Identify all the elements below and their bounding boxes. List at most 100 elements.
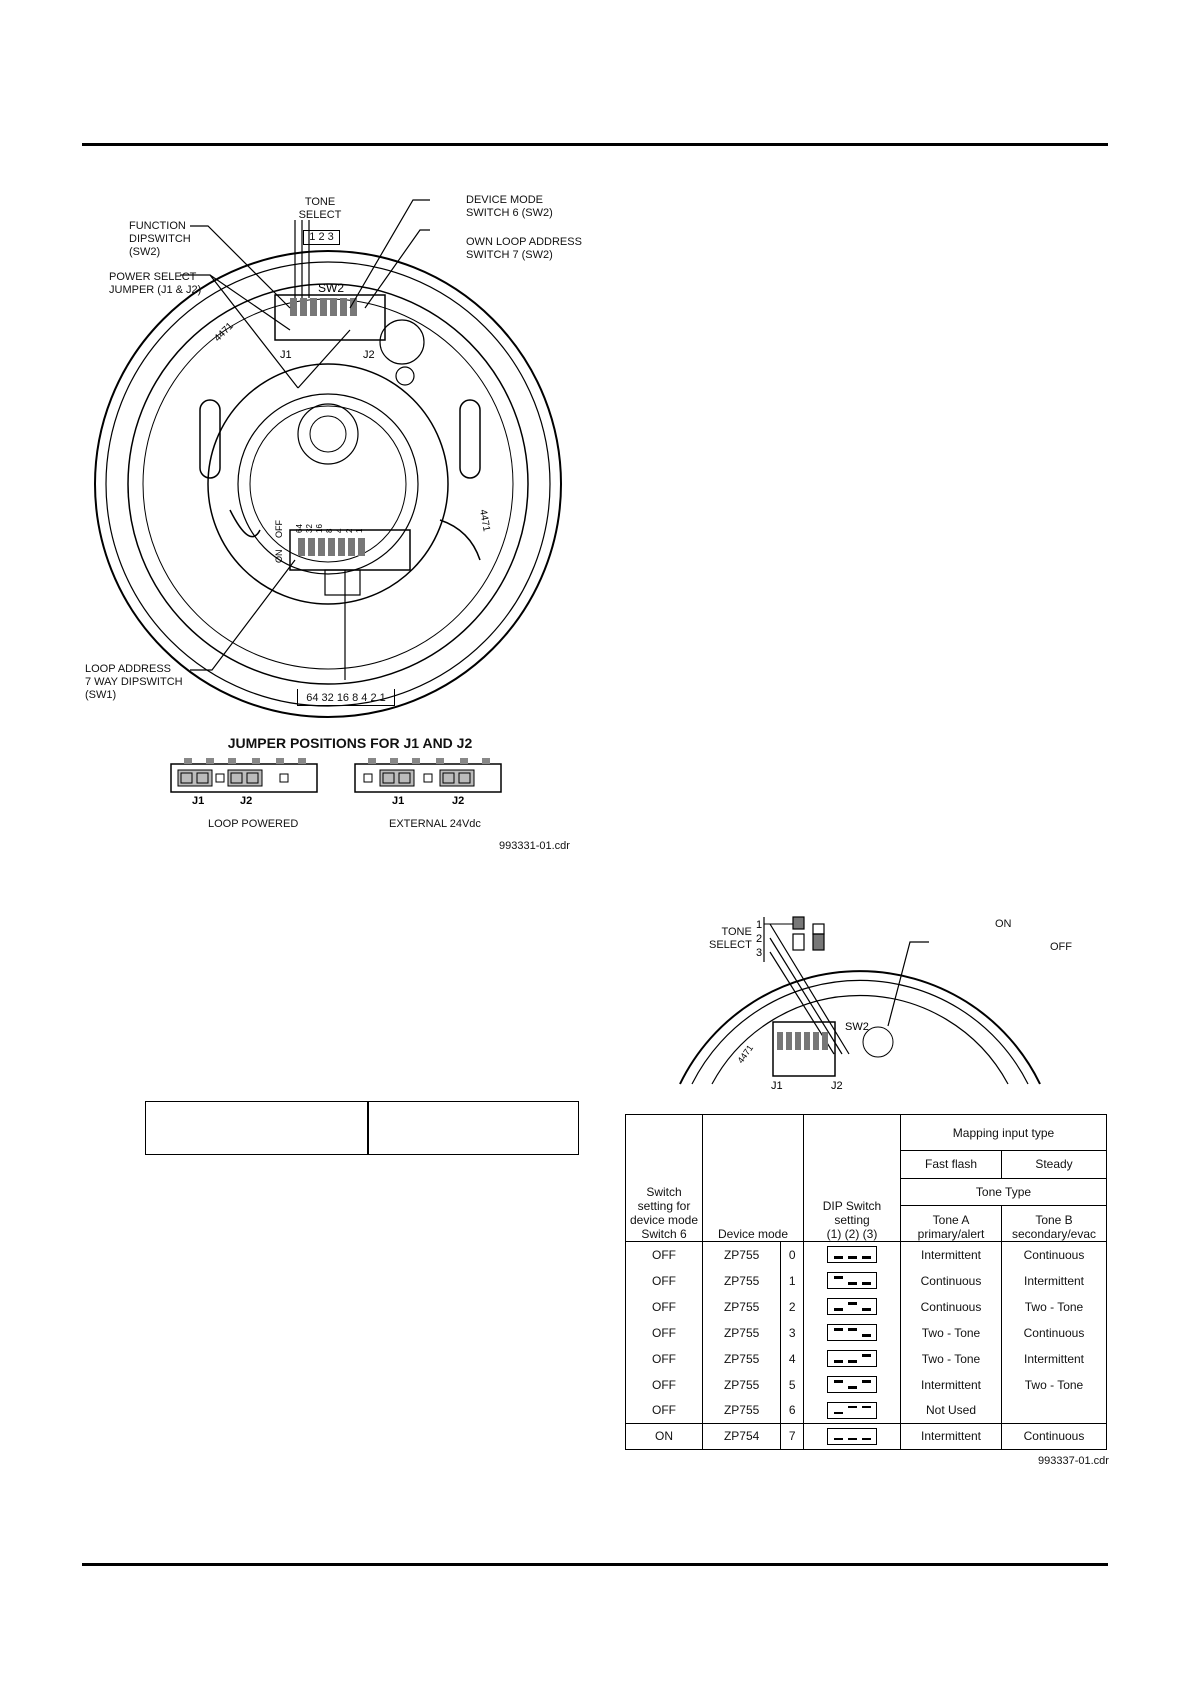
cell-tone-a: Two - Tone — [900, 1319, 1002, 1346]
fig2-tone-3: 3 — [756, 947, 762, 959]
dip-setting-icon — [827, 1272, 877, 1290]
cell-dip — [803, 1397, 901, 1424]
loop-j2: J2 — [240, 795, 252, 807]
loop-address-line-3: (SW1) — [85, 689, 117, 701]
base-marking: 4471 — [212, 320, 236, 344]
fig2-tone-1: 1 — [756, 919, 762, 931]
fig2-tone-select-line-2: SELECT — [709, 939, 752, 951]
cell-tone-b: Continuous — [1001, 1241, 1107, 1268]
col-switch-header: Switch setting for device mode Switch 6 — [625, 1113, 703, 1242]
power-select-line-1: POWER SELECT — [109, 271, 197, 283]
device-mode-line-1: DEVICE MODE — [466, 194, 544, 206]
base-marking-right: 4471 — [477, 509, 492, 533]
function-dipswitch-label: FUNCTION DIPSWITCH (SW2) — [129, 220, 191, 259]
dip-setting-icon — [827, 1246, 877, 1264]
figure2-file-ref: 993337-01.cdr — [1038, 1455, 1109, 1467]
cell-switch-setting: OFF — [625, 1267, 703, 1294]
cell-mode-number: 7 — [780, 1422, 804, 1451]
cell-device: ZP755 — [701, 1397, 782, 1424]
cell-tone-b: Intermittent — [1001, 1267, 1107, 1294]
fig2-base-marking: 4471 — [735, 1043, 755, 1065]
cell-mode-number: 1 — [780, 1267, 804, 1294]
cell-tone-a: Intermittent — [900, 1241, 1002, 1268]
dip-setting-icon — [827, 1298, 877, 1316]
cell-switch-setting: OFF — [625, 1319, 703, 1346]
cell-tone-b: Two - Tone — [1001, 1293, 1107, 1320]
ext-j1: J1 — [392, 795, 404, 807]
blank-table — [145, 1101, 579, 1155]
address-value-2: 2 — [345, 528, 354, 533]
bottom-rule — [82, 1563, 1108, 1566]
cell-dip — [803, 1319, 901, 1346]
jumper-external: J1 J2 — [354, 758, 502, 807]
cell-tone-a: Not Used — [900, 1397, 1002, 1424]
device-mode-label: DEVICE MODE SWITCH 6 (SW2) — [466, 194, 553, 220]
cell-mode-number: 6 — [780, 1397, 804, 1424]
loop-address-line-1: LOOP ADDRESS — [85, 663, 171, 675]
cell-tone-b: Intermittent — [1001, 1345, 1107, 1372]
tone-a-header: Tone A primary/alert — [900, 1205, 1002, 1243]
own-loop-address-label: OWN LOOP ADDRESS SWITCH 7 (SW2) — [466, 236, 582, 262]
col-dip-header: DIP Switch setting (1) (2) (3) — [803, 1113, 901, 1243]
fig2-tone-2: 2 — [756, 933, 762, 945]
tone-type-header: Tone Type — [900, 1177, 1107, 1207]
tone-select-label: TONE SELECT — [298, 196, 342, 222]
ext-j2: J2 — [452, 795, 464, 807]
address-scale: 64 32 16 8 4 2 1 — [297, 689, 395, 706]
cell-switch-setting: OFF — [625, 1345, 703, 1372]
dip-setting-icon — [827, 1427, 877, 1445]
partial-base-diagram: SW2 J1 J2 4471 1 2 3 — [679, 916, 1041, 1092]
cell-switch-setting: OFF — [625, 1241, 703, 1268]
function-dipswitch-line-3: (SW2) — [129, 246, 161, 258]
cell-tone-a: Continuous — [900, 1267, 1002, 1294]
cell-mode-number: 3 — [780, 1319, 804, 1346]
fast-flash-header: Fast flash — [900, 1150, 1002, 1179]
dip-setting-icon — [827, 1376, 877, 1394]
dip-setting-icon — [827, 1324, 877, 1342]
cell-dip — [803, 1267, 901, 1294]
fig2-j1-label: J1 — [771, 1080, 783, 1092]
cell-device: ZP755 — [701, 1241, 782, 1268]
own-loop-line-2: SWITCH 7 (SW2) — [466, 249, 553, 261]
loop-address-label: LOOP ADDRESS 7 WAY DIPSWITCH (SW1) — [85, 663, 183, 702]
device-mode-mapping-table: Switch setting for device mode Switch 6 … — [625, 1113, 1107, 1451]
address-value-8: 8 — [325, 528, 334, 533]
fig2-sw2-label: SW2 — [845, 1021, 869, 1033]
cell-tone-b: Two - Tone — [1001, 1371, 1107, 1398]
cell-dip — [803, 1293, 901, 1320]
cell-device: ZP755 — [701, 1319, 782, 1346]
cell-tone-a: Two - Tone — [900, 1345, 1002, 1372]
cell-mode-number: 5 — [780, 1371, 804, 1398]
cell-device: ZP755 — [701, 1371, 782, 1398]
dip-on-label: ON — [274, 550, 284, 564]
cell-tone-a: Intermittent — [900, 1422, 1002, 1451]
j2-label: J2 — [363, 349, 375, 361]
loop-j1: J1 — [192, 795, 204, 807]
fig2-on-label: ON — [995, 918, 1012, 930]
cell-tone-b — [1001, 1397, 1107, 1424]
cell-switch-setting: OFF — [625, 1371, 703, 1398]
cell-tone-a: Intermittent — [900, 1371, 1002, 1398]
own-loop-line-1: OWN LOOP ADDRESS — [466, 236, 582, 248]
col-dip-header-sub: (1) (2) (3) — [826, 1227, 878, 1242]
external-24v-label: EXTERNAL 24Vdc — [389, 818, 481, 830]
col-device-header: Device mode — [702, 1113, 804, 1243]
fig2-tone-select-line-1: TONE — [721, 926, 752, 938]
address-value-64: 64 — [295, 524, 304, 533]
base-diagram: SW2 J1 J2 4471 4471 OFF ON 64 32 16 8 4 … — [94, 199, 562, 718]
cell-tone-a: Continuous — [900, 1293, 1002, 1320]
loop-address-line-2: 7 WAY DIPSWITCH — [85, 676, 183, 688]
power-select-label: POWER SELECT JUMPER (J1 & J2) — [109, 271, 201, 297]
tone-select-numbers: 1 2 3 — [303, 230, 340, 245]
figure1-file-ref: 993331-01.cdr — [499, 840, 570, 852]
cell-switch-setting: ON — [625, 1422, 703, 1451]
tone-b-header: Tone B secondary/evac — [1001, 1205, 1107, 1243]
cell-mode-number: 4 — [780, 1345, 804, 1372]
jumper-title: JUMPER POSITIONS FOR J1 AND J2 — [227, 735, 473, 751]
